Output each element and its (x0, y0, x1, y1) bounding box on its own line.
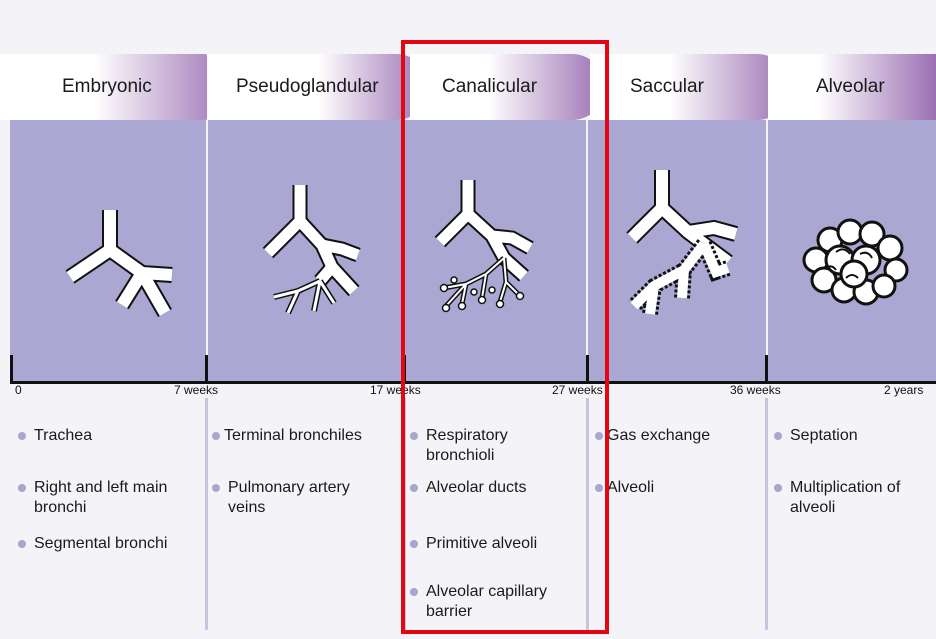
event-item: Trachea (18, 426, 214, 446)
time-label-27-weeks: 27 weeks (552, 383, 603, 397)
axis-tick (586, 355, 589, 383)
event-text: Respiratory bronchioli (426, 427, 508, 464)
bullet-icon (410, 432, 418, 440)
event-text: Alveolar ducts (426, 479, 527, 496)
bullet-icon (595, 484, 603, 492)
axis-tick (403, 355, 406, 383)
time-label-7-weeks: 7 weeks (174, 383, 218, 397)
event-text: Pulmonary artery veins (228, 479, 350, 516)
bullet-icon (410, 588, 418, 596)
saccular-airway-icon (624, 168, 754, 328)
trachea-bud-icon (60, 205, 180, 325)
event-text: Primitive alveoli (426, 535, 537, 552)
bullet-icon (410, 540, 418, 548)
event-item: Terminal bronchiles (212, 426, 410, 446)
event-text: Alveoli (607, 479, 654, 496)
bullet-icon (212, 432, 220, 440)
bullet-icon (212, 484, 220, 492)
event-text: Segmental bronchi (34, 535, 167, 552)
bullet-icon (774, 484, 782, 492)
stage-label-embryonic: Embryonic (62, 54, 152, 120)
event-item: Septation (774, 426, 936, 446)
event-text: Terminal bronchiles (224, 427, 362, 444)
bullet-icon (18, 432, 26, 440)
event-item: Alveolar capillary barrier (410, 582, 596, 622)
event-item: Right and left main bronchi (18, 478, 209, 518)
event-text: Gas exchange (607, 427, 710, 444)
stage-label-saccular: Saccular (630, 54, 704, 120)
axis-tick (10, 355, 13, 383)
time-label-17-weeks: 17 weeks (370, 383, 421, 397)
bullet-icon (774, 432, 782, 440)
time-axis (10, 381, 936, 384)
time-label-0: 0 (15, 383, 22, 397)
event-text: Alveolar capillary barrier (426, 583, 547, 620)
event-item: Respiratory bronchioli (410, 426, 576, 466)
event-text: Septation (790, 427, 858, 444)
branching-bronchi-icon (258, 183, 378, 323)
event-item: Primitive alveoli (410, 534, 596, 554)
event-text: Multiplication of alveoli (790, 479, 900, 516)
bullet-icon (595, 432, 603, 440)
canalicular-airway-icon (434, 178, 554, 328)
event-item: Alveolar ducts (410, 478, 596, 498)
event-item: Segmental bronchi (18, 534, 214, 554)
alveoli-cluster-icon (800, 218, 910, 308)
time-label-2-years: 2 years (884, 383, 923, 397)
event-text: Right and left main bronchi (34, 479, 167, 516)
event-item: Gas exchange (595, 426, 772, 446)
event-item: Alveoli (595, 478, 772, 498)
event-text: Trachea (34, 427, 92, 444)
stage-label-pseudoglandular: Pseudoglandular (236, 54, 379, 120)
bullet-icon (18, 484, 26, 492)
axis-tick (765, 355, 768, 383)
axis-tick (205, 355, 208, 383)
bullet-icon (18, 540, 26, 548)
time-label-36-weeks: 36 weeks (730, 383, 781, 397)
stage-label-canalicular: Canalicular (442, 54, 537, 120)
stage-label-alveolar: Alveolar (816, 54, 885, 120)
event-item: Multiplication of alveoli (774, 478, 936, 518)
event-item: Pulmonary artery veins (212, 478, 388, 518)
bullet-icon (410, 484, 418, 492)
